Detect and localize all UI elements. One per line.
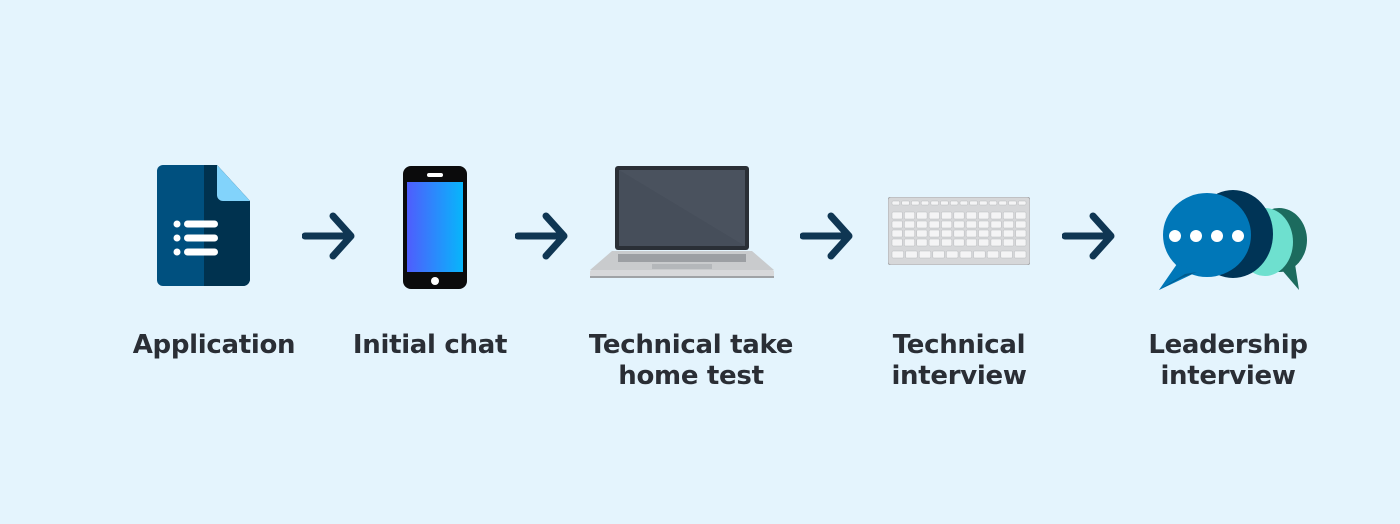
arrow-right-icon bbox=[800, 212, 854, 260]
keyboard-key bbox=[928, 229, 940, 238]
keyboard-key bbox=[916, 211, 928, 220]
keyboard-key bbox=[940, 200, 949, 206]
keyboard-key bbox=[904, 229, 915, 238]
keyboard-key bbox=[941, 229, 953, 238]
keyboard-key bbox=[904, 211, 915, 220]
keyboard-key bbox=[891, 238, 903, 247]
keyboard-key bbox=[978, 220, 990, 229]
keyboard-key bbox=[928, 220, 940, 229]
keyboard-key bbox=[904, 238, 915, 247]
label-line: interview bbox=[891, 361, 1027, 391]
keyboard-key bbox=[928, 238, 940, 247]
laptop-icon bbox=[590, 166, 774, 279]
step-label-take-home-test: Technical take home test bbox=[561, 330, 821, 392]
keyboard-key bbox=[1015, 229, 1027, 238]
keyboard-key bbox=[965, 229, 977, 238]
keyboard-key bbox=[965, 220, 977, 229]
keyboard-icon bbox=[888, 197, 1030, 265]
keyboard-key bbox=[1003, 220, 1014, 229]
keyboard-key bbox=[905, 250, 918, 259]
arrow-right-icon bbox=[302, 212, 356, 260]
step-label-leadership-interview: Leadership interview bbox=[1098, 330, 1358, 392]
keyboard-key bbox=[969, 200, 978, 206]
keyboard-key bbox=[946, 250, 959, 259]
keyboard-key bbox=[904, 220, 915, 229]
label-line: Application bbox=[132, 330, 296, 360]
label-line: Leadership bbox=[1148, 330, 1308, 360]
keyboard-key bbox=[1008, 200, 1017, 206]
step-label-initial-chat: Initial chat bbox=[300, 330, 560, 361]
keyboard-key bbox=[891, 200, 900, 206]
keyboard-key bbox=[901, 200, 910, 206]
label-line: Initial chat bbox=[352, 330, 508, 360]
keyboard-key bbox=[998, 200, 1007, 206]
keyboard-key bbox=[953, 229, 965, 238]
keyboard-key bbox=[1000, 250, 1013, 259]
keyboard-key bbox=[1003, 211, 1014, 220]
label-line: Technical take bbox=[588, 330, 794, 360]
keyboard-key bbox=[1003, 229, 1014, 238]
keyboard-key bbox=[1003, 238, 1014, 247]
keyboard-key bbox=[1015, 238, 1027, 247]
keyboard-key bbox=[990, 220, 1002, 229]
smartphone-icon bbox=[403, 166, 467, 289]
keyboard-key bbox=[941, 238, 953, 247]
keyboard-key bbox=[932, 250, 945, 259]
keyboard-key bbox=[920, 200, 930, 206]
keyboard-key bbox=[988, 200, 998, 206]
keyboard-key bbox=[928, 211, 940, 220]
keyboard-key bbox=[941, 220, 953, 229]
keyboard-key bbox=[978, 229, 990, 238]
keyboard-key bbox=[965, 211, 977, 220]
keyboard-key bbox=[918, 250, 932, 259]
keyboard-key bbox=[959, 250, 972, 259]
keyboard-key bbox=[1018, 200, 1027, 206]
arrow-right-icon bbox=[1062, 212, 1116, 260]
keyboard-key bbox=[979, 200, 988, 206]
keyboard-key bbox=[891, 220, 903, 229]
keyboard-key bbox=[978, 238, 990, 247]
keyboard-key bbox=[1014, 250, 1027, 259]
keyboard-key bbox=[941, 211, 953, 220]
keyboard-key bbox=[930, 200, 939, 206]
keyboard-key bbox=[916, 238, 928, 247]
keyboard-key bbox=[990, 229, 1002, 238]
keyboard-key bbox=[950, 200, 959, 206]
arrow-right-icon bbox=[515, 212, 569, 260]
keyboard-key bbox=[891, 229, 903, 238]
document-form-icon bbox=[157, 165, 250, 286]
keyboard-key bbox=[953, 238, 965, 247]
keyboard-key bbox=[891, 211, 903, 220]
keyboard-key bbox=[1015, 211, 1027, 220]
step-label-application: Application bbox=[84, 330, 344, 361]
keyboard-key bbox=[916, 220, 928, 229]
keyboard-key bbox=[965, 238, 977, 247]
label-line: home test bbox=[618, 361, 764, 391]
keyboard-key bbox=[953, 220, 965, 229]
label-line: Technical bbox=[892, 330, 1026, 360]
step-label-technical-interview: Technical interview bbox=[829, 330, 1089, 392]
keyboard-key bbox=[916, 229, 928, 238]
keyboard-key bbox=[986, 250, 1000, 259]
keyboard-key bbox=[973, 250, 986, 259]
keyboard-key bbox=[911, 200, 920, 206]
keyboard-key bbox=[953, 211, 965, 220]
keyboard-key bbox=[959, 200, 968, 206]
keyboard-key bbox=[1015, 220, 1027, 229]
keyboard-key bbox=[990, 238, 1002, 247]
label-line: interview bbox=[1160, 361, 1296, 391]
keyboard-key bbox=[990, 211, 1002, 220]
chat-bubbles-icon bbox=[1157, 190, 1309, 292]
keyboard-key bbox=[978, 211, 990, 220]
keyboard-key bbox=[891, 250, 904, 259]
